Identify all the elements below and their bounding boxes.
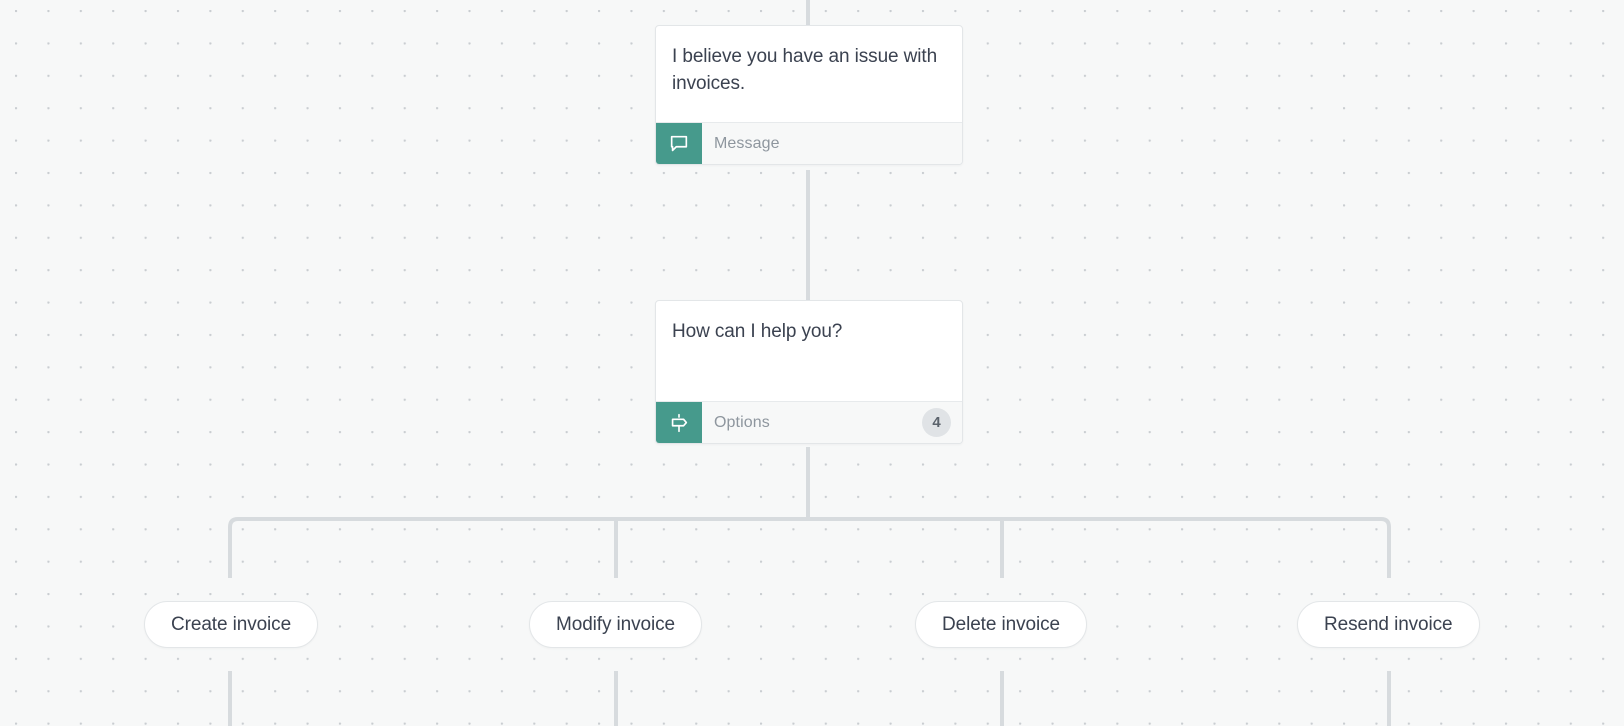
node-message-footer: Message [656,122,962,164]
signpost-icon [656,402,702,443]
node-options-text: How can I help you? [672,321,843,342]
option-button-label: Create invoice [171,613,292,635]
option-button-resend-invoice[interactable]: Resend invoice [1297,601,1480,648]
speech-bubble-icon [656,123,702,164]
option-button-delete-invoice[interactable]: Delete invoice [915,601,1087,648]
node-message[interactable]: I believe you have an issue with invoice… [655,25,963,165]
option-button-label: Modify invoice [556,613,675,635]
option-button-label: Resend invoice [1324,613,1453,635]
connector-branch-bus [228,517,1391,578]
option-button-label: Delete invoice [942,613,1060,635]
node-options-count-badge: 4 [922,408,951,437]
node-message-text: I believe you have an issue with invoice… [672,46,938,94]
option-button-create-invoice[interactable]: Create invoice [144,601,319,648]
node-options-footer-label: Options [714,413,770,431]
option-button-modify-invoice[interactable]: Modify invoice [529,601,702,648]
node-options[interactable]: How can I help you? Options 4 [655,300,963,444]
node-options-footer: Options 4 [656,401,962,443]
node-message-footer-label: Message [714,134,780,152]
